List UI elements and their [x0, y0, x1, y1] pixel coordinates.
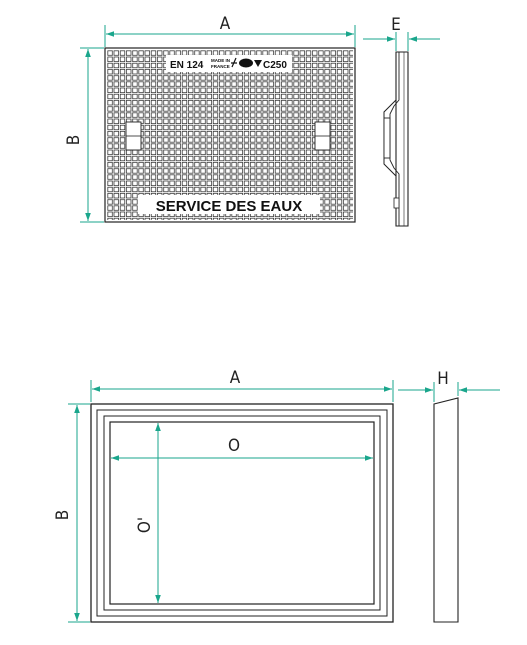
brand-logo-icon	[239, 58, 253, 68]
frame-outer	[90, 403, 394, 623]
frame-dim-h-label: H	[437, 369, 449, 389]
frame-view: A B O O' H	[53, 368, 500, 623]
frame-inner-edge	[103, 415, 381, 611]
recycle-icon	[231, 57, 237, 68]
heart-icon	[254, 60, 262, 67]
marking-strip	[166, 55, 292, 72]
frame-opening	[109, 421, 375, 605]
inscription-plate	[138, 195, 320, 214]
frame-ledge	[96, 409, 388, 617]
marking-class: C250	[263, 60, 287, 71]
frame-dim-a-label: A	[230, 368, 241, 388]
marking-france: FRANCE	[211, 64, 230, 69]
cover-dim-b-label: B	[64, 135, 84, 146]
frame-dim-o-prime-label: O'	[135, 517, 155, 533]
cover-side-hinge	[383, 117, 391, 159]
cover-grid-pattern	[107, 50, 353, 220]
marking-standard: EN 124	[170, 60, 204, 71]
cover-dim-a-label: A	[220, 14, 231, 34]
frame-dim-b-label: B	[53, 510, 73, 521]
frame-side-profile	[433, 397, 459, 623]
frame-dim-o-label: O	[228, 436, 240, 456]
cover-inscription: SERVICE DES EAUX	[156, 198, 302, 215]
cover-view: EN 124 MADE IN FRANCE C250 SERVICE DES E…	[64, 14, 440, 227]
cover-dim-e-label: E	[391, 15, 401, 35]
marking-made-in: MADE IN	[211, 58, 230, 63]
